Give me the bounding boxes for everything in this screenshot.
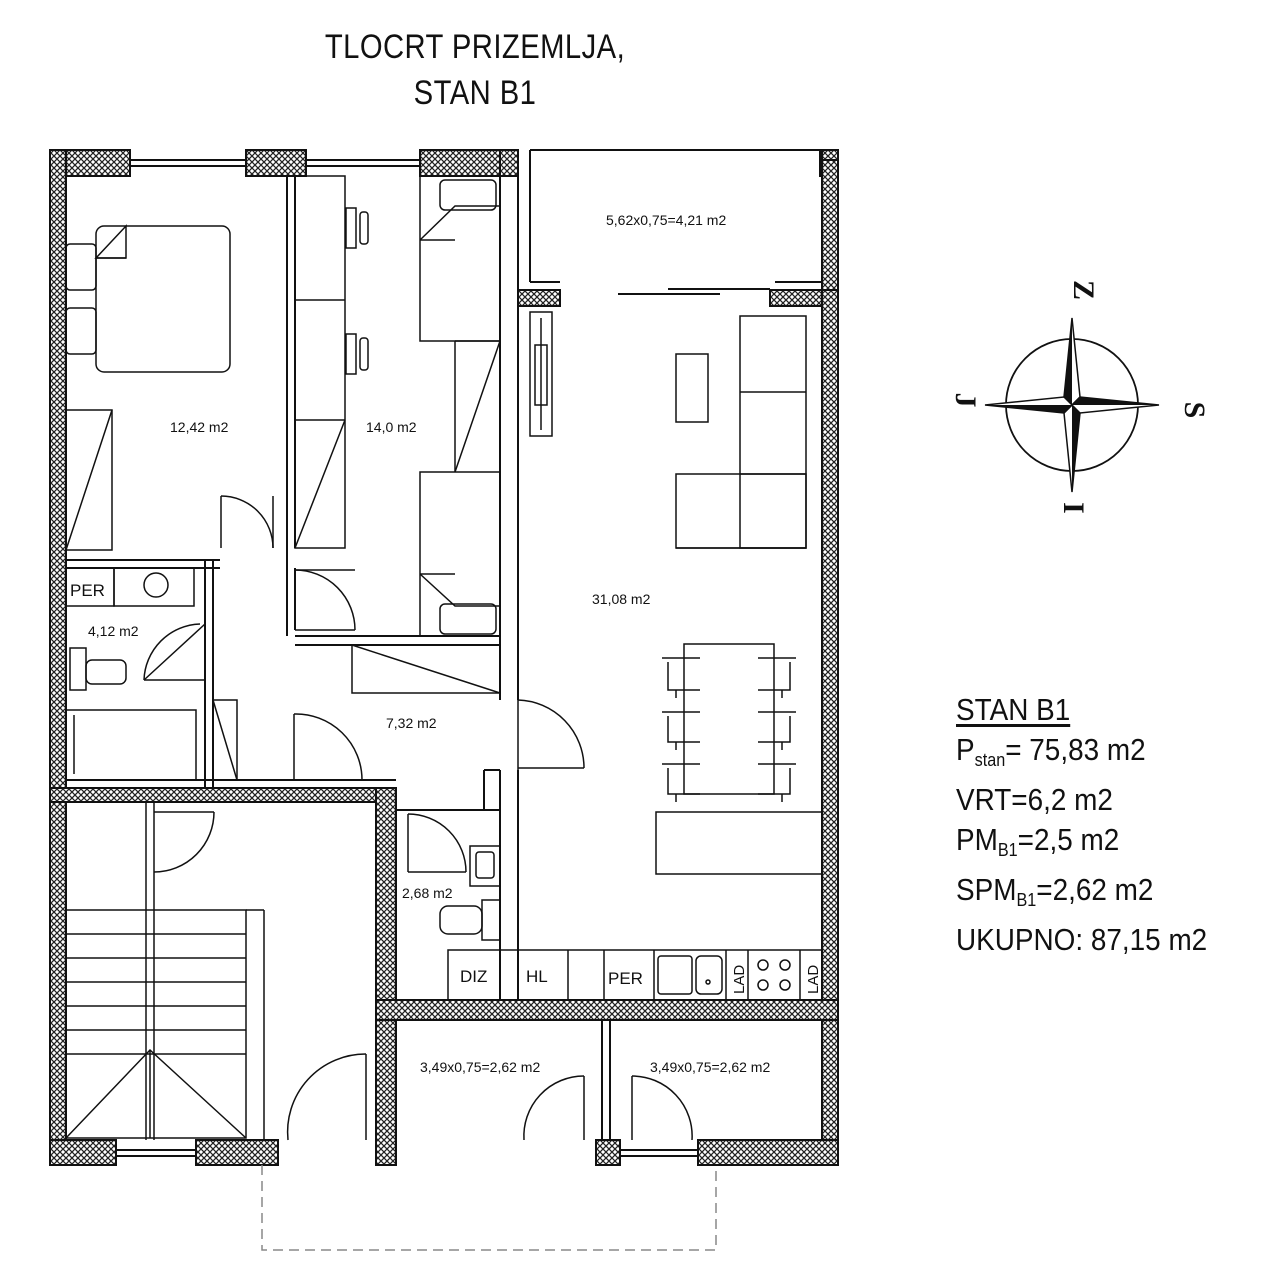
desk-bedroom2 [294, 175, 369, 549]
label-balcony: 5,62x0,75=4,21 m2 [606, 212, 726, 228]
kitchen-island [655, 811, 823, 875]
dining-table [662, 643, 796, 802]
sliding-door [618, 288, 770, 295]
door-bathroom [143, 623, 206, 681]
compass-north: Z [1067, 280, 1100, 300]
entry-door [286, 1053, 367, 1141]
canopy-outline [261, 1165, 717, 1251]
door-bedroom1 [220, 495, 274, 549]
bunk-beds [419, 175, 501, 637]
tv-unit [529, 311, 553, 437]
label-bedroom2: 14,0 m2 [366, 419, 417, 435]
legend-title: STAN B1 [956, 692, 1071, 727]
living-door [517, 699, 585, 770]
compass-west: J [949, 393, 982, 408]
label-living: 31,08 m2 [592, 591, 651, 607]
hall-fixtures [212, 644, 501, 781]
label-lad-1: LAD [731, 965, 748, 994]
legend-p-stan: Pstan= 75,83 m2 [956, 732, 1146, 770]
compass-east: S [1178, 402, 1211, 419]
door-bedroom2 [294, 569, 356, 631]
legend-pm: PMB1=2,5 m2 [956, 822, 1120, 860]
label-per-bathroom: PER [70, 581, 105, 600]
bathroom-fixtures [65, 567, 197, 781]
legend-spm: SPMB1=2,62 m2 [956, 872, 1154, 910]
label-terrace-left: 3,49x0,75=2,62 m2 [420, 1059, 540, 1075]
legend-total: UKUPNO: 87,15 m2 [956, 922, 1208, 957]
legend-vrt: VRT=6,2 m2 [956, 782, 1113, 817]
label-diz: DIZ [460, 967, 487, 986]
area-legend: STAN B1 Pstan= 75,83 m2 VRT=6,2 m2 PMB1=… [956, 690, 1235, 960]
compass-south: I [1057, 502, 1090, 514]
coffee-table [675, 353, 709, 423]
bed-double [65, 224, 231, 373]
wardrobe-bedroom1 [65, 409, 113, 551]
compass-rose: Z I S J [949, 280, 1211, 514]
drawing-subtitle: STAN B1 [413, 74, 537, 112]
kitchen-counter [447, 949, 823, 1001]
label-per-kitchen: PER [608, 969, 643, 988]
door-hall [293, 713, 363, 781]
drawing-title: TLOCRT PRIZEMLJA, [324, 28, 626, 66]
label-bedroom1: 12,42 m2 [170, 419, 229, 435]
exterior-walls [49, 149, 839, 1166]
label-hall: 7,32 m2 [386, 715, 437, 731]
wc-fixtures [407, 813, 501, 941]
sofa [675, 315, 807, 549]
label-lad-2: LAD [805, 965, 822, 994]
label-bathroom: 4,12 m2 [88, 623, 139, 639]
terrace-doors [523, 1075, 693, 1141]
staircase [65, 802, 265, 1140]
label-hl: HL [526, 967, 548, 986]
label-terrace-right: 3,49x0,75=2,62 m2 [650, 1059, 770, 1075]
label-wc: 2,68 m2 [402, 885, 453, 901]
